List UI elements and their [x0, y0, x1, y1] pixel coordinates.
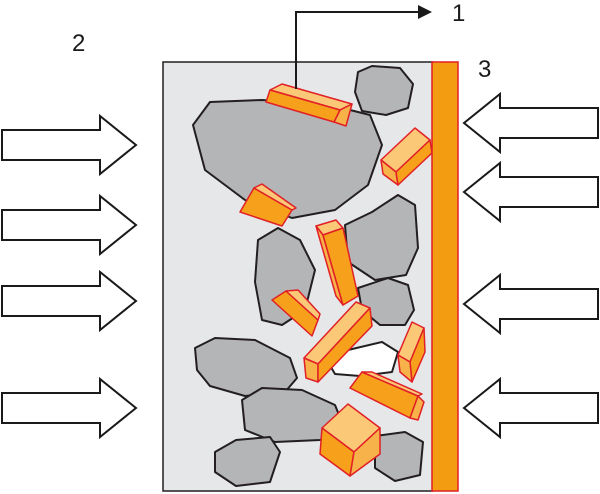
arrow-left-icon: [462, 91, 599, 155]
crystal: [315, 219, 359, 306]
label-1: 1: [452, 0, 466, 27]
aggregate-stone: [192, 99, 383, 219]
aggregate-stone: [354, 65, 414, 116]
arrow-left-icon: [462, 272, 599, 336]
crystal: [271, 289, 321, 337]
arrow-right-icon: [1, 269, 138, 333]
orange-plate: [431, 61, 459, 492]
crystal: [239, 183, 297, 227]
aggregate-stone: [344, 194, 419, 281]
arrow-left-icon: [462, 160, 599, 224]
right-arrows: [462, 91, 599, 440]
label-3: 3: [478, 56, 492, 83]
left-arrows: [1, 113, 138, 440]
label-1-leader: [295, 5, 432, 89]
pore-void: [327, 341, 399, 377]
aggregate-stone: [374, 431, 424, 482]
arrow-left-icon: [462, 376, 599, 440]
crystal: [319, 403, 381, 477]
crystal: [303, 301, 373, 383]
crystal: [349, 371, 425, 421]
arrow-right-icon: [1, 376, 138, 440]
label-2: 2: [72, 30, 86, 57]
aggregate-stone: [214, 436, 281, 487]
arrow-right-icon: [1, 113, 138, 177]
crystals: [239, 83, 433, 477]
crystal: [380, 127, 433, 186]
crystal-labelled: [265, 83, 353, 127]
crystal: [397, 321, 426, 383]
arrow-right-icon: [1, 193, 138, 257]
aggregate-stone: [194, 337, 298, 397]
